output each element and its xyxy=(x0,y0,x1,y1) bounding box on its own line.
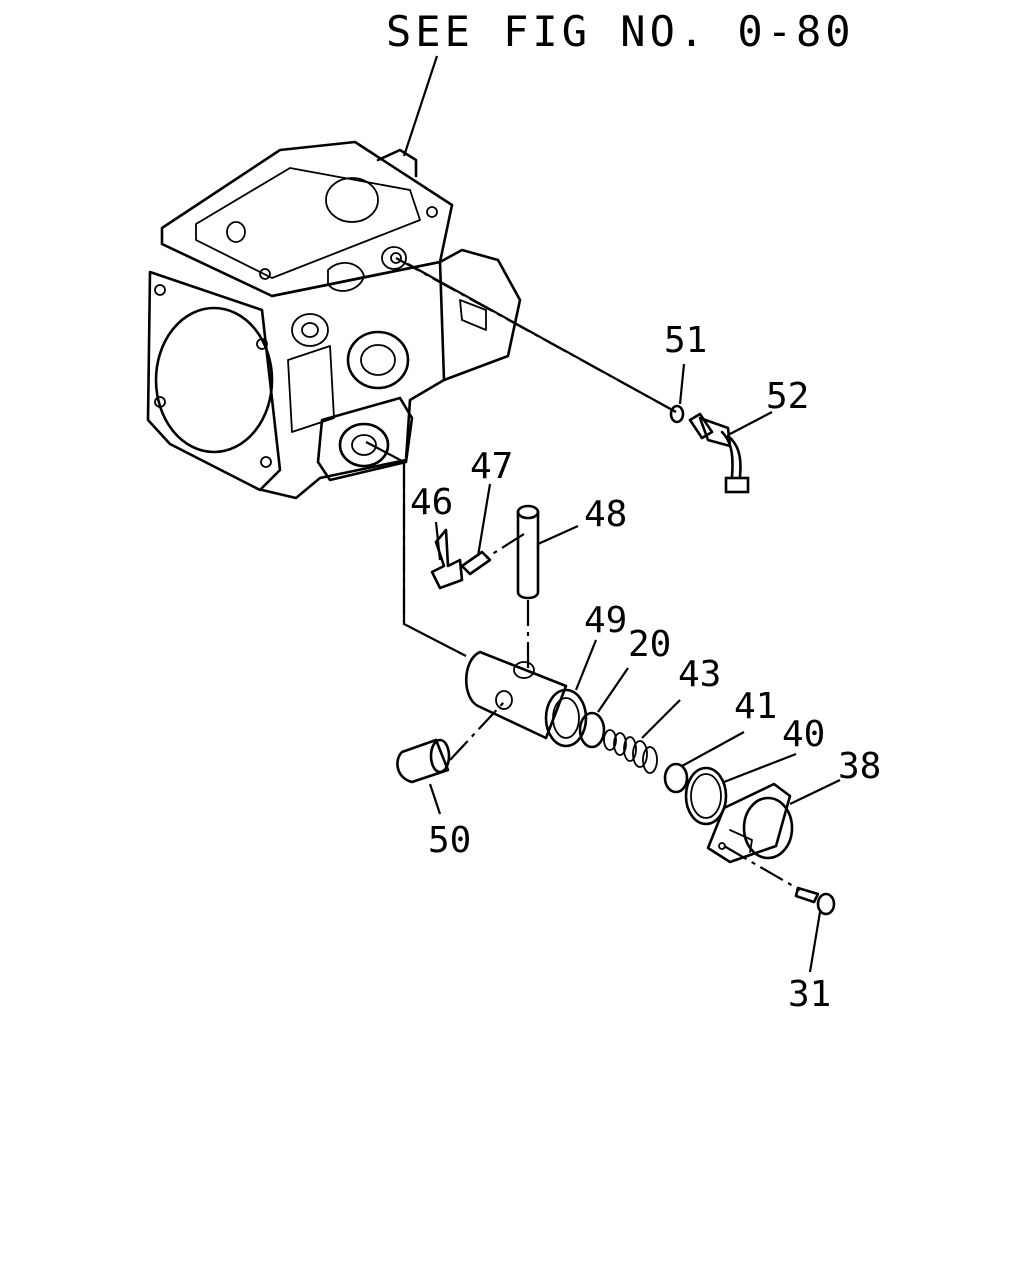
part-20-washer xyxy=(578,711,606,749)
part-47-screw xyxy=(460,550,492,576)
assembly-lines xyxy=(395,257,801,891)
callout-49: 49 xyxy=(584,600,627,641)
part-46-clip xyxy=(430,528,464,590)
callout-41: 41 xyxy=(734,686,777,727)
reference-title: SEE FIG NO. 0-80 xyxy=(386,7,855,56)
callout-50: 50 xyxy=(428,820,471,861)
part-38-cover xyxy=(706,782,794,864)
callout-20: 20 xyxy=(628,624,671,665)
callout-labels: 51 52 47 46 48 49 20 43 41 40 38 50 31 xyxy=(410,320,881,1015)
part-49-sleeve xyxy=(465,650,588,748)
part-51-o-ring xyxy=(669,404,685,424)
part-41-washer xyxy=(663,762,689,794)
leader-lines xyxy=(365,263,841,973)
part-40-o-ring xyxy=(684,766,728,826)
pump-housing xyxy=(146,140,522,500)
callout-52: 52 xyxy=(766,376,809,417)
part-50-plug xyxy=(396,738,451,784)
part-31-bolt xyxy=(794,886,836,916)
callout-48: 48 xyxy=(584,494,627,535)
title-leader xyxy=(402,55,439,157)
part-43-spring xyxy=(603,729,658,774)
callout-31: 31 xyxy=(788,974,831,1015)
callout-40: 40 xyxy=(782,714,825,755)
part-52-sensor xyxy=(688,412,750,494)
part-48-pin xyxy=(516,504,540,600)
callout-43: 43 xyxy=(678,654,721,695)
callout-38: 38 xyxy=(838,746,881,787)
callout-46: 46 xyxy=(410,482,453,523)
callout-51: 51 xyxy=(664,320,707,361)
callout-47: 47 xyxy=(470,446,513,487)
